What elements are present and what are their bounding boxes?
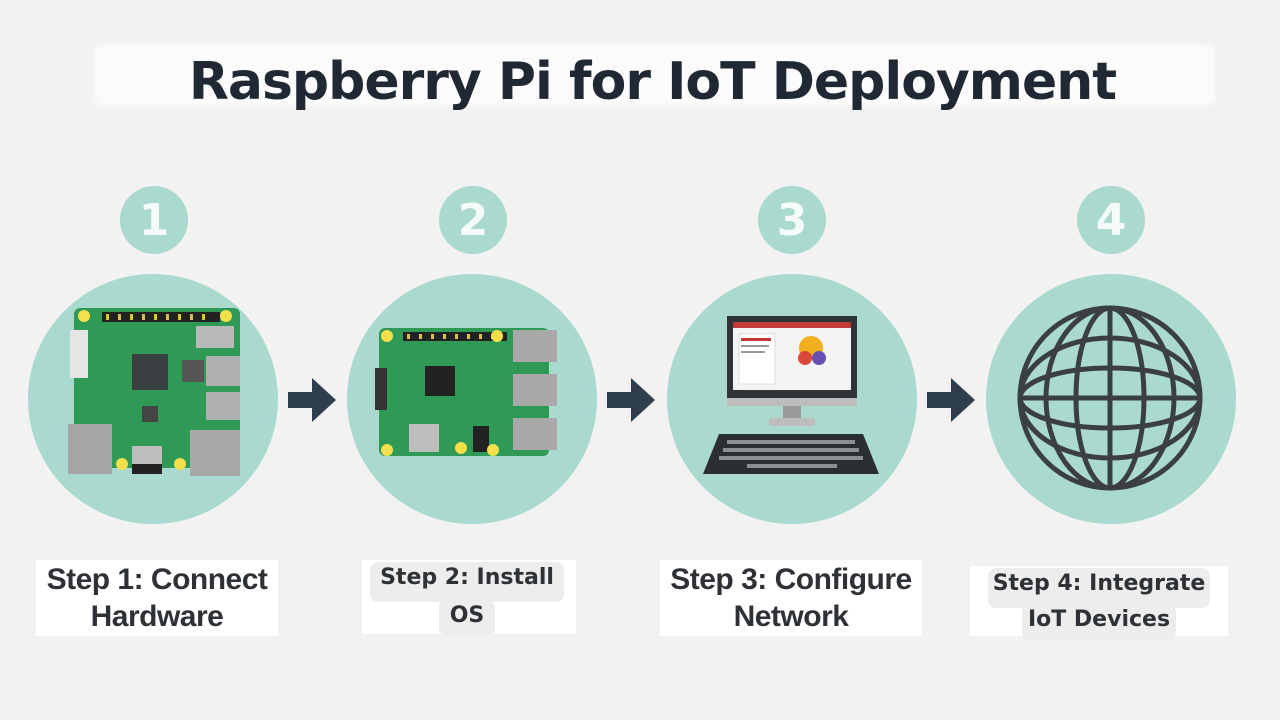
- title-background: [95, 45, 1215, 105]
- step-1-illustration: [28, 274, 278, 524]
- step-3-label-line2: Network: [733, 600, 849, 633]
- step-1-label: Step 1: Connect Hardware: [36, 560, 278, 636]
- step-1-label-line1: Step 1: Connect: [46, 562, 268, 596]
- arrow-right-icon: [288, 378, 336, 422]
- step-1-label-line2: Hardware: [90, 600, 224, 633]
- arrow-right-icon: [927, 378, 975, 422]
- step-4-illustration: [986, 274, 1236, 524]
- step-3-number: 3: [758, 186, 826, 254]
- step-4-label-line1: Step 4: Integrate: [988, 568, 1210, 608]
- step-3-label: Step 3: Configure Network: [660, 560, 922, 636]
- step-3-label-line1: Step 3: Configure: [670, 562, 912, 596]
- step-1-number: 1: [120, 186, 188, 254]
- step-2-label-line2: OS: [439, 600, 495, 636]
- page-title: Raspberry Pi for IoT Deployment: [188, 52, 1117, 112]
- raspberry-pi-board-icon: [375, 328, 557, 456]
- step-4-number: 4: [1077, 186, 1145, 254]
- arrow-right-icon: [607, 378, 655, 422]
- step-2-illustration: [347, 274, 597, 524]
- raspberry-pi-board-icon: [68, 308, 240, 476]
- desktop-computer-icon: [703, 316, 879, 474]
- globe-icon: [1017, 305, 1203, 491]
- step-4-label-line2: IoT Devices: [1022, 604, 1176, 640]
- step-2-number: 2: [439, 186, 507, 254]
- step-3-illustration: [667, 274, 917, 524]
- step-2-label-line1: Step 2: Install: [370, 562, 564, 602]
